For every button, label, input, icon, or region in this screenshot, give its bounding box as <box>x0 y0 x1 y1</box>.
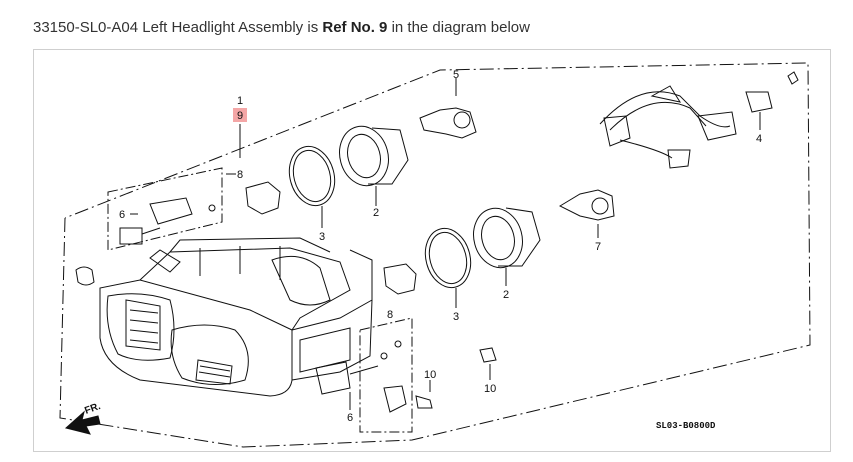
callout-2-top[interactable]: 2 <box>373 207 379 219</box>
callout-4[interactable]: 4 <box>756 133 762 145</box>
callout-8-bottom[interactable]: 8 <box>387 309 393 321</box>
ring-3-top <box>288 145 336 207</box>
callout-9[interactable]: 9 <box>237 110 243 122</box>
assembly-outline <box>59 62 811 448</box>
clip-left <box>75 266 95 286</box>
caption-part-name: Left Headlight Assembly <box>142 19 304 36</box>
caption-part-number: 33150-SL0-A04 <box>33 19 139 36</box>
bracket-8-top <box>245 181 281 215</box>
socket-2-bottom <box>473 207 523 269</box>
callout-10-right[interactable]: 10 <box>484 383 496 395</box>
front-arrow <box>64 410 101 435</box>
callout-3-bottom[interactable]: 3 <box>453 311 459 323</box>
callout-5[interactable]: 5 <box>453 69 459 81</box>
callout-1: 1 <box>237 95 243 107</box>
callout-7[interactable]: 7 <box>595 241 601 253</box>
diagram-code: SL03-B0800D <box>656 421 716 431</box>
callout-3-top[interactable]: 3 <box>319 231 325 243</box>
page-caption: 33150-SL0-A04 Left Headlight Assembly is… <box>33 19 530 36</box>
front-direction-label: FR. <box>83 401 102 417</box>
ref-9-highlight <box>233 108 247 122</box>
headlight-housing <box>99 237 373 397</box>
adjuster-6-bottom <box>315 361 351 395</box>
caption-ref-label: Ref No. 9 <box>322 19 388 36</box>
callout-2-bottom[interactable]: 2 <box>503 289 509 301</box>
caption-middle: is <box>307 19 319 36</box>
callout-8-top[interactable]: 8 <box>237 169 243 181</box>
bracket-8-mid <box>383 263 417 295</box>
callout-6-top[interactable]: 6 <box>119 209 125 221</box>
callout-10-left[interactable]: 10 <box>424 369 436 381</box>
socket-2-top <box>339 125 389 187</box>
subassembly-box-top <box>107 167 223 251</box>
callout-6-bottom[interactable]: 6 <box>347 412 353 424</box>
ring-3-bottom <box>424 227 472 289</box>
bulb-5 <box>419 107 477 139</box>
adjuster-6-top <box>149 197 193 225</box>
subassembly-box-bottom <box>359 317 413 433</box>
screw-10-left <box>415 395 433 409</box>
caption-suffix: in the diagram below <box>391 19 530 36</box>
screw-10-right <box>479 347 497 363</box>
wiring-harness <box>599 91 731 128</box>
bulb-7 <box>558 189 615 221</box>
